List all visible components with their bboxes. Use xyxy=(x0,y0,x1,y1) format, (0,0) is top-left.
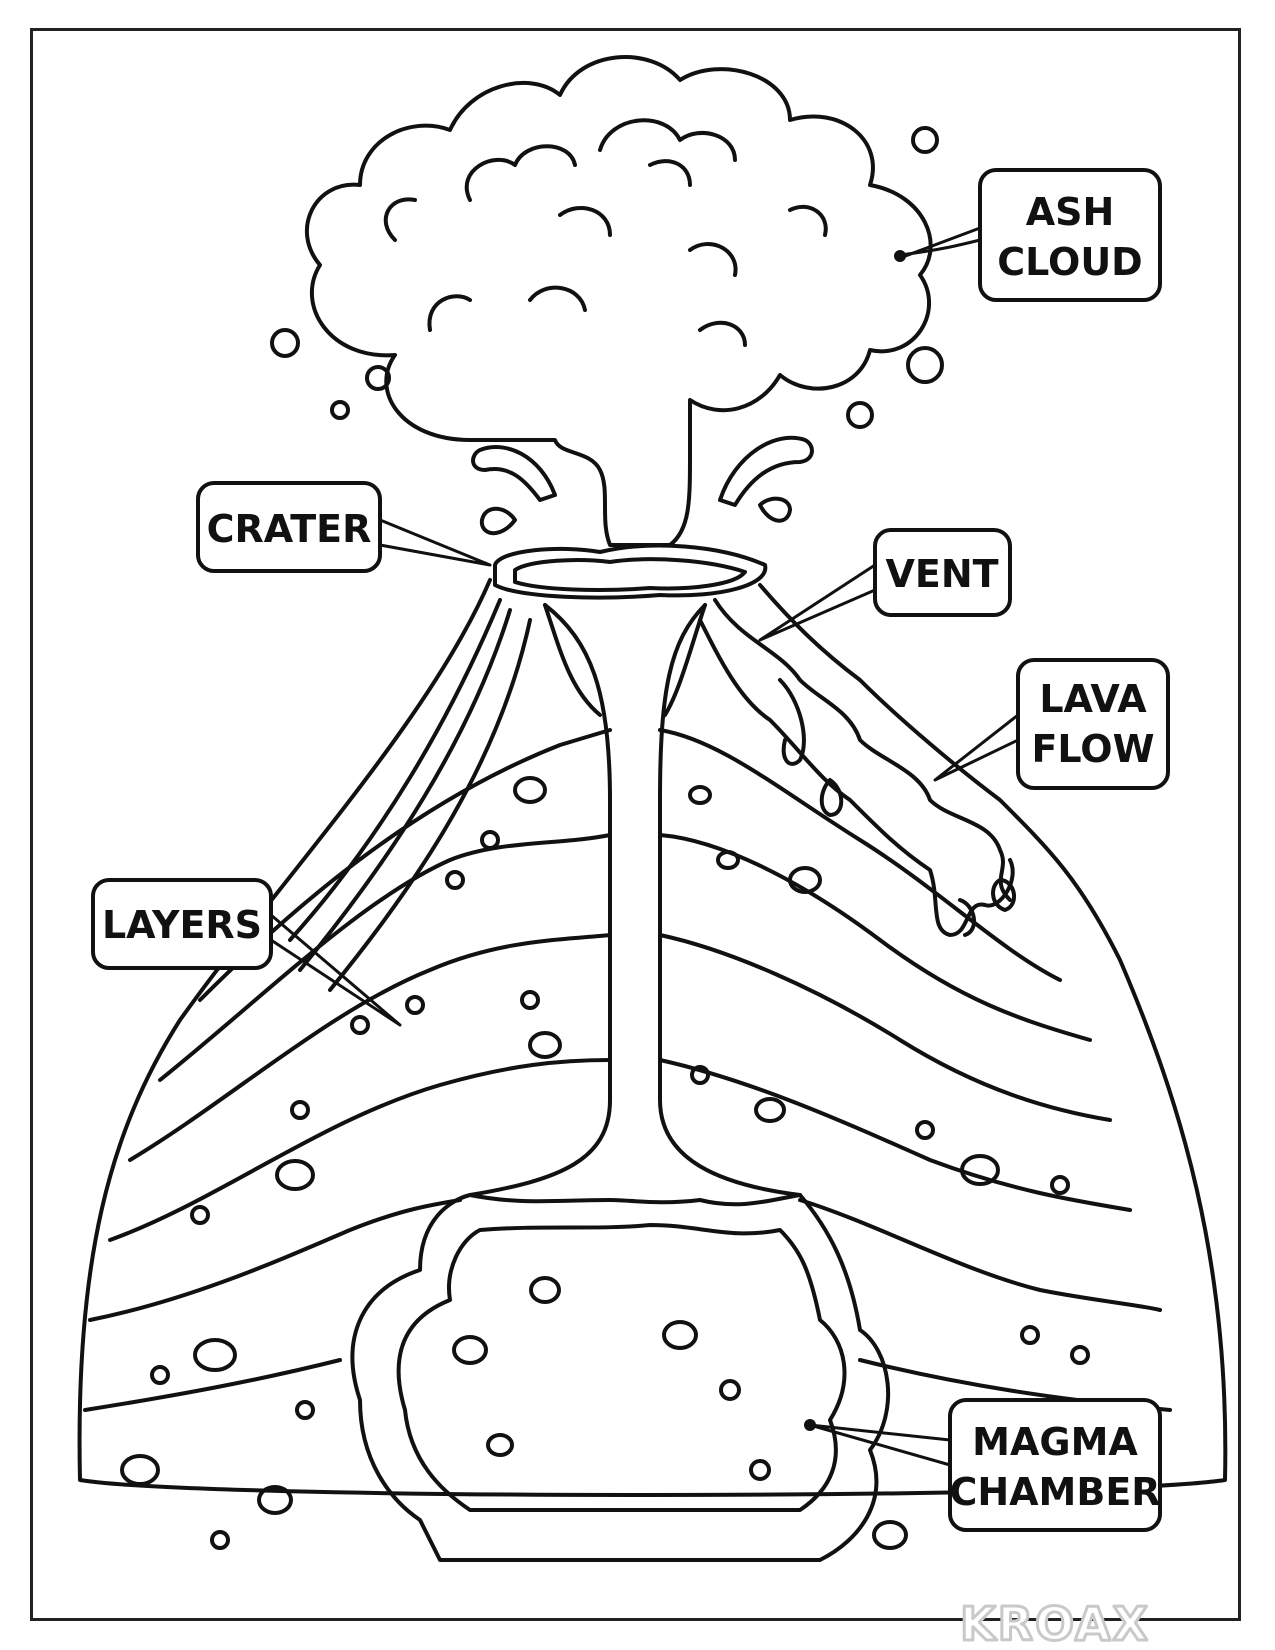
ash-puffs xyxy=(270,126,944,429)
label-magma-chamber: MAGMA CHAMBER xyxy=(804,1398,1162,1532)
label-crater: CRATER xyxy=(196,481,492,573)
label-lava-flow: LAVA FLOW xyxy=(933,658,1170,790)
label-vent: VENT xyxy=(758,528,1012,642)
lava-flow xyxy=(698,598,1016,937)
label-crater-text: CRATER xyxy=(207,507,372,551)
label-ash-cloud: ASH CLOUD xyxy=(894,168,1162,302)
ash-cloud xyxy=(304,55,933,547)
page-border xyxy=(30,28,1241,1621)
rock-layers xyxy=(83,728,1172,1412)
label-layers: LAYERS xyxy=(91,878,402,1027)
label-lava-flow-line1: LAVA xyxy=(1039,677,1147,721)
label-layers-text: LAYERS xyxy=(102,903,262,947)
label-ash-cloud-line2: CLOUD xyxy=(997,240,1142,284)
lava-splashes xyxy=(471,435,814,536)
magma-chamber xyxy=(350,1193,891,1562)
label-magma-chamber-line2: CHAMBER xyxy=(949,1470,1160,1514)
label-ash-cloud-line1: ASH xyxy=(1026,190,1115,234)
label-lava-flow-line2: FLOW xyxy=(1031,727,1154,771)
watermark-logo: KROAX xyxy=(960,1597,1150,1650)
label-magma-chamber-line1: MAGMA xyxy=(972,1420,1138,1464)
label-vent-text: VENT xyxy=(885,552,998,596)
